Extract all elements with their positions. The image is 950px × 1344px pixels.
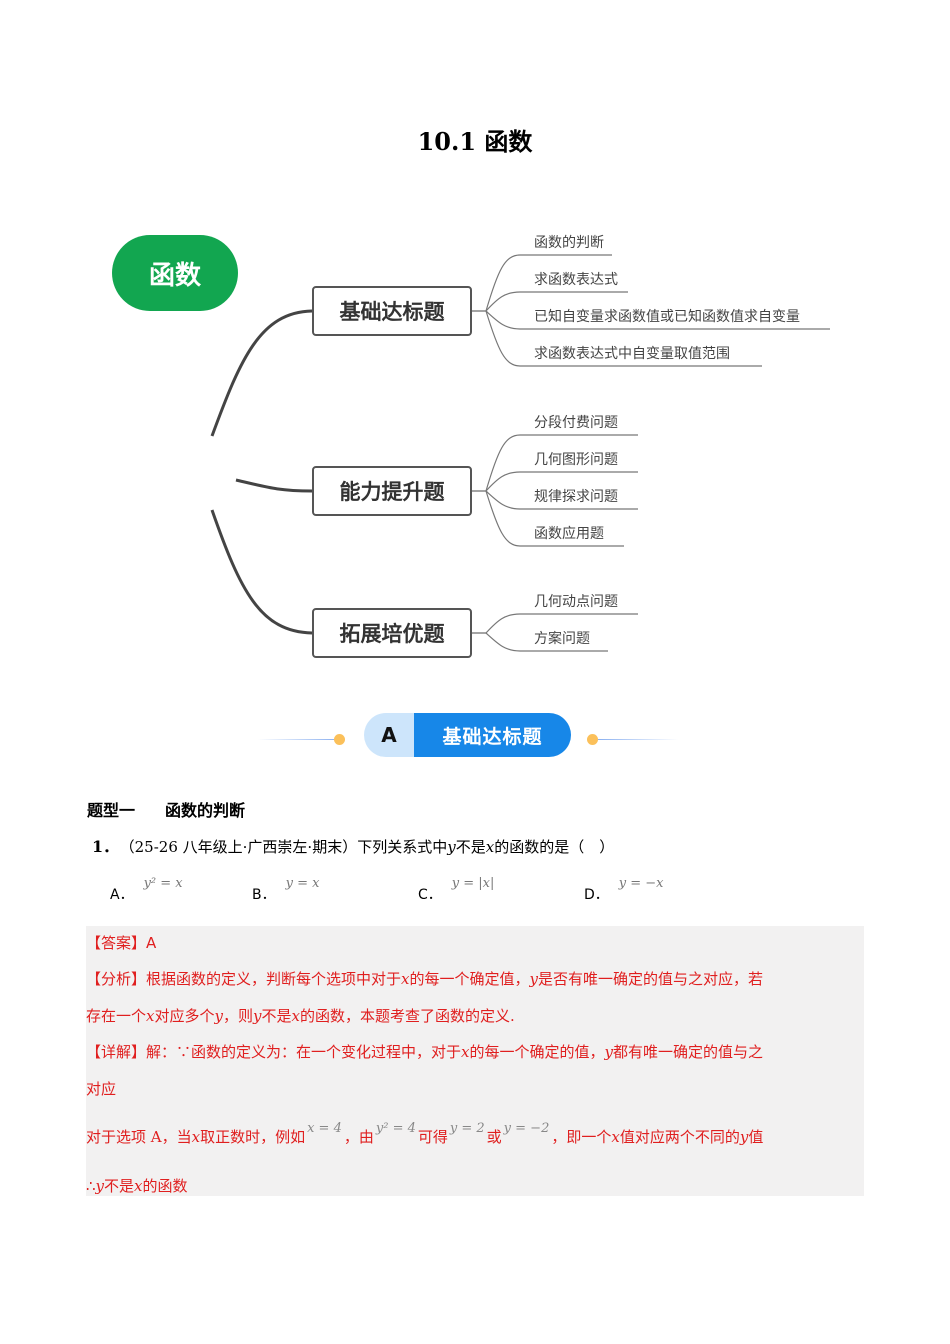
mindmap-branch-basic: 基础达标题 [312,286,472,336]
option-d: D． y = −x [584,872,664,903]
conclusion-line: ∴y不是x的函数 [86,1175,188,1196]
detail-text: 解：∵函数的定义为：在一个变化过程中，对于 [146,1043,462,1061]
mindmap-connectors [210,254,830,652]
detail-text: 对应 [86,1080,117,1098]
mindmap-leaf: 函数应用题 [534,526,604,542]
option-a: A． y² = x [110,872,183,903]
analysis-line-1: 【分析】根据函数的定义，判断每个选项中对于x的每一个确定值，y是否有唯一确定的值… [86,968,763,989]
analysis-text: 根据函数的定义，判断每个选项中对于 [146,970,402,988]
analysis-text: 存在一个 [86,1007,147,1025]
option-expr: y = x [285,876,320,891]
therefore-symbol: ∴ [86,1177,96,1195]
option-label: D． [584,887,609,903]
var-x: x [401,970,410,988]
var-x: x [611,1128,620,1146]
banner-letter: A [364,713,414,757]
option-label: A． [110,887,134,903]
question-source: （25-26 八年级上·广西崇左·期末） [127,838,358,856]
mindmap-leaf: 几何动点问题 [534,594,618,610]
question-1: 1． （25-26 八年级上·广西崇左·期末）下列关系式中y不是x的函数的是（ ） [92,833,614,857]
var-y: y [529,970,538,988]
banner-pill: A 基础达标题 [364,713,571,757]
detail-text: 都有唯一确定的值与之 [613,1043,764,1061]
answer-tag: 【答案】 [86,934,147,952]
option-label: C． [418,887,442,903]
section-type: 题型一 [87,801,136,820]
detail-text: ，由 [343,1128,374,1146]
var-x: x [191,1128,201,1146]
detail-text: 值对应两个不同的 [619,1128,740,1146]
conclusion-text: 不是 [104,1177,135,1195]
analysis-tag: 【分析】 [86,970,147,988]
mindmap-leaf: 已知自变量求函数值或已知函数值求自变量 [534,309,800,325]
mindmap-root-node: 函数 [112,235,238,311]
var-x: x [461,1043,470,1061]
mindmap-leaf: 求函数表达式 [534,272,618,288]
analysis-line-2: 存在一个x对应多个y，则y不是x的函数，本题考查了函数的定义. [86,1005,515,1026]
mindmap-leaf: 规律探求问题 [534,489,618,505]
var-x: x [291,1007,300,1025]
mindmap-leaf: 求函数表达式中自变量取值范围 [534,346,730,362]
mindmap-leaf: 函数的判断 [534,235,604,251]
question-text: 的函数的是（ ） [494,838,615,856]
var-x: x [485,838,495,856]
math-x-eq-4: x = 4 [307,1121,342,1136]
var-y: y [604,1043,613,1061]
mindmap-leaf: 分段付费问题 [534,415,618,431]
analysis-text: 的每一个确定值， [409,970,530,988]
option-expr: y = |x| [451,876,495,891]
mindmap-leaf: 几何图形问题 [534,452,618,468]
section-name: 函数的判断 [165,801,246,820]
mindmap-branch-ability: 能力提升题 [312,466,472,516]
banner-label: 基础达标题 [414,713,571,757]
option-expr: y = −x [618,876,664,891]
question-text: 下列关系式中 [357,838,448,856]
option-label: B． [252,887,276,903]
question-number: 1． [92,837,120,856]
var-y: y [95,1177,105,1195]
var-y: y [214,1007,223,1025]
analysis-text: 的函数，本题考查了函数的定义. [299,1007,515,1025]
solution-box [86,926,864,1196]
mindmap-branch-extension: 拓展培优题 [312,608,472,658]
math-y-squared-eq-4: y² = 4 [375,1121,416,1136]
detail-text: 或 [486,1128,502,1146]
detail-tag: 【详解】 [86,1043,147,1061]
banner-dot-right [587,734,598,745]
var-y: y [447,838,456,856]
answer-line: 【答案】A [86,932,156,953]
answer-value: A [146,934,157,952]
banner-divider-left [258,739,338,740]
var-x: x [146,1007,155,1025]
option-expr: y² = x [143,876,183,891]
mindmap-leaf: 方案问题 [534,631,590,647]
section-banner: A 基础达标题 [0,712,950,758]
analysis-text: ，则 [222,1007,253,1025]
var-y: y [253,1007,262,1025]
detail-line-2: 对应 [86,1078,116,1099]
analysis-text: 是否有唯一确定的值与之对应，若 [538,970,764,988]
page-title: 10.1 函数 [417,127,533,156]
analysis-text: 对应多个 [154,1007,215,1025]
conclusion-text: 的函数 [142,1177,188,1195]
detail-text: ，即一个 [551,1128,612,1146]
analysis-text: 不是 [261,1007,292,1025]
section-heading: 题型一 函数的判断 [87,797,245,821]
question-text: 不是 [455,838,486,856]
option-b: B． y = x [252,872,320,903]
option-c: C． y = |x| [418,872,495,903]
var-x: x [134,1177,143,1195]
detail-text: 值 [748,1128,764,1146]
detail-text: 取正数时，例如 [200,1128,306,1146]
var-y: y [739,1128,749,1146]
detail-text: 可得 [417,1128,448,1146]
detail-line-1: 【详解】解：∵函数的定义为：在一个变化过程中，对于x的每一个确定的值，y都有唯一… [86,1041,763,1062]
detail-text: 的每一个确定的值， [469,1043,605,1061]
math-y-eq-2: y = 2 [449,1121,485,1136]
banner-divider-right [598,739,678,740]
detail-text: 对于选项 A，当 [86,1128,192,1146]
banner-dot-left [334,734,345,745]
math-y-eq-neg2: y = −2 [503,1121,550,1136]
